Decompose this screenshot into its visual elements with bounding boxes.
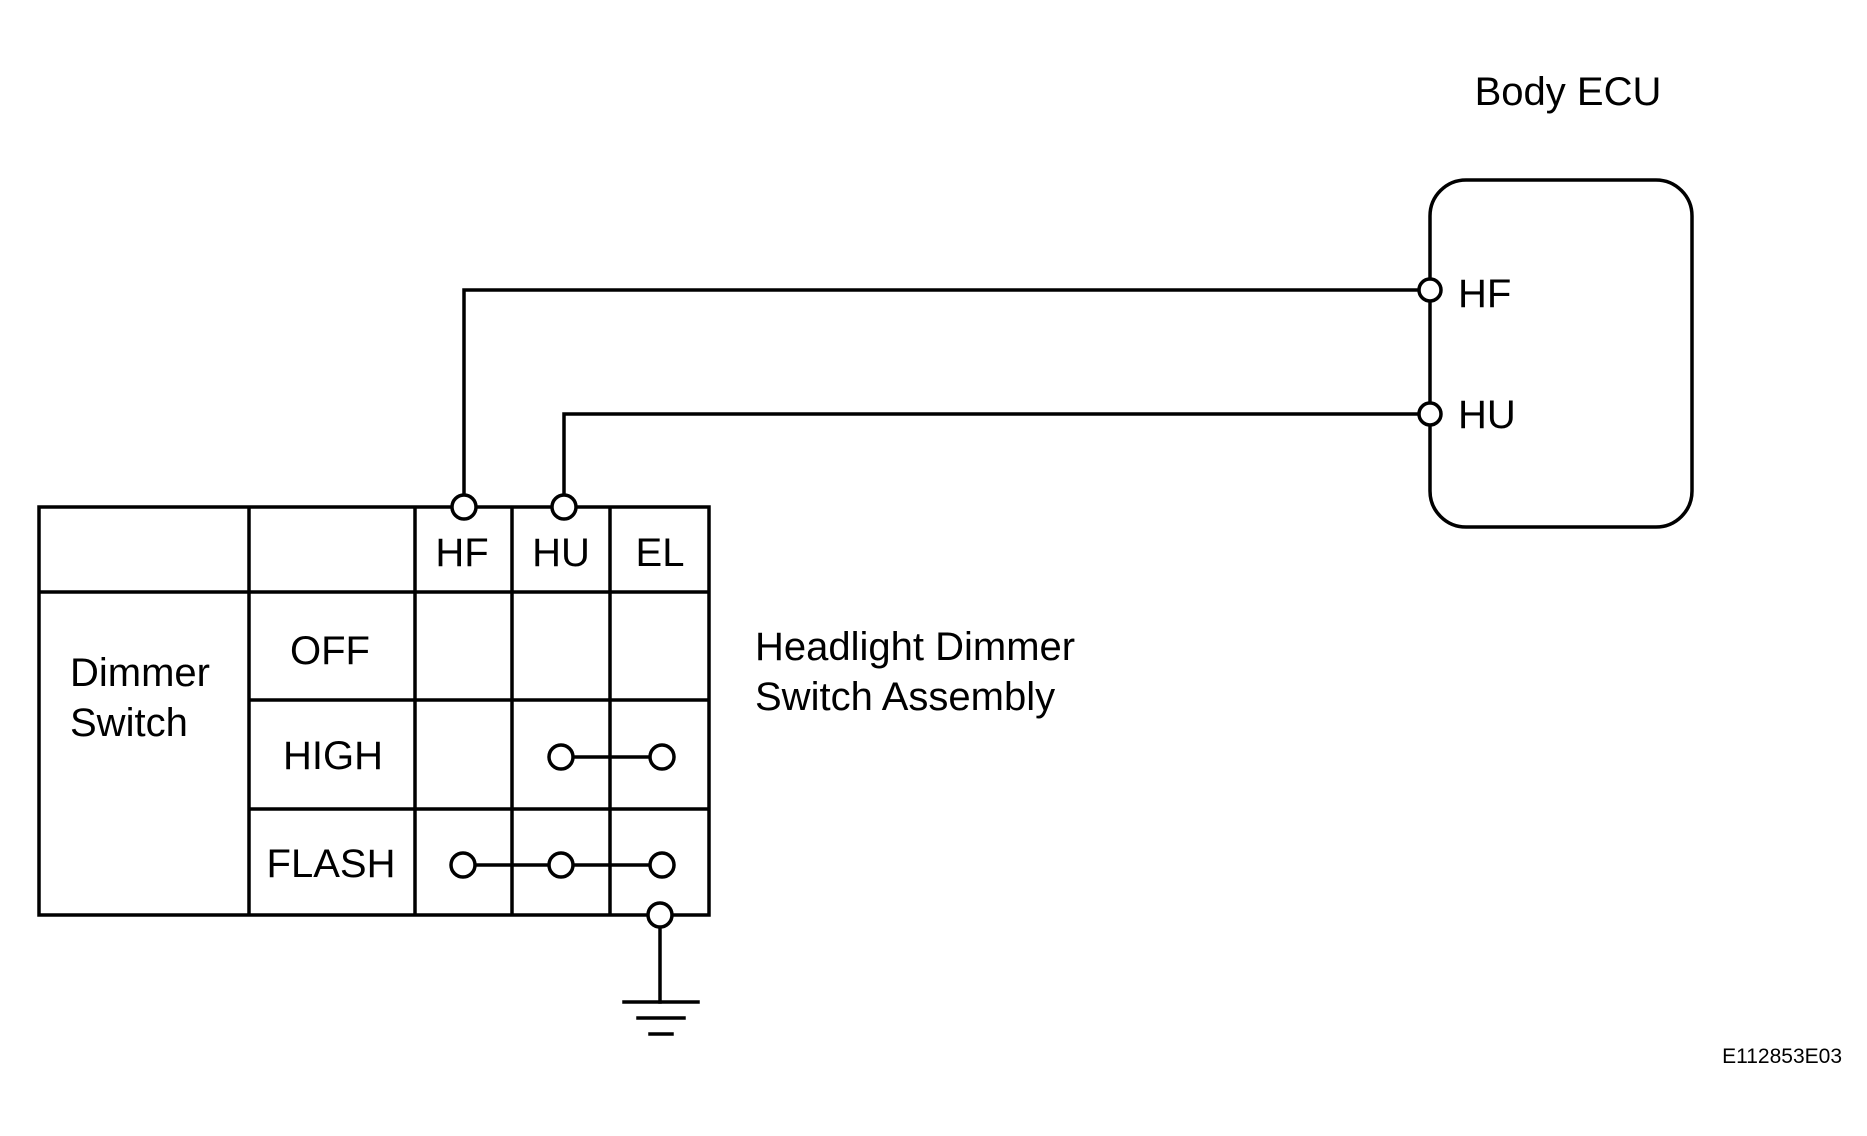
wire-hf xyxy=(462,288,1430,509)
wire-hu xyxy=(562,412,1430,509)
position-label-high: HIGH xyxy=(283,734,383,778)
flash-hf-contact xyxy=(449,851,477,879)
switch-terminal-hu xyxy=(550,493,578,521)
assembly-label-line1: Headlight Dimmer xyxy=(755,625,1075,669)
table-header-hf: HF xyxy=(435,531,488,575)
position-label-off: OFF xyxy=(290,629,370,673)
ecu-terminal-hu-label: HU xyxy=(1458,393,1516,437)
figure-code: E112853E03 xyxy=(1722,1045,1842,1068)
ground-terminal xyxy=(646,901,674,929)
row-group-label-line2: Switch xyxy=(70,701,188,745)
table-header-el: EL xyxy=(636,531,685,575)
row-group-label-line1: Dimmer xyxy=(70,651,210,695)
ecu-terminal-hf xyxy=(1417,277,1443,303)
switch-table xyxy=(37,505,711,917)
table-header-hu: HU xyxy=(532,531,590,575)
switch-terminal-hf xyxy=(450,493,478,521)
high-el-contact xyxy=(648,743,676,771)
high-hu-contact xyxy=(547,743,575,771)
table-outline xyxy=(37,505,711,917)
ecu-box xyxy=(1428,178,1694,529)
flash-hu-contact xyxy=(547,851,575,879)
assembly-label-line2: Switch Assembly xyxy=(755,675,1055,719)
ecu-title: Body ECU xyxy=(1475,70,1662,114)
position-label-flash: FLASH xyxy=(267,842,396,886)
ecu-terminal-hf-label: HF xyxy=(1458,272,1511,316)
flash-el-contact xyxy=(648,851,676,879)
ecu-terminal-hu xyxy=(1417,401,1443,427)
